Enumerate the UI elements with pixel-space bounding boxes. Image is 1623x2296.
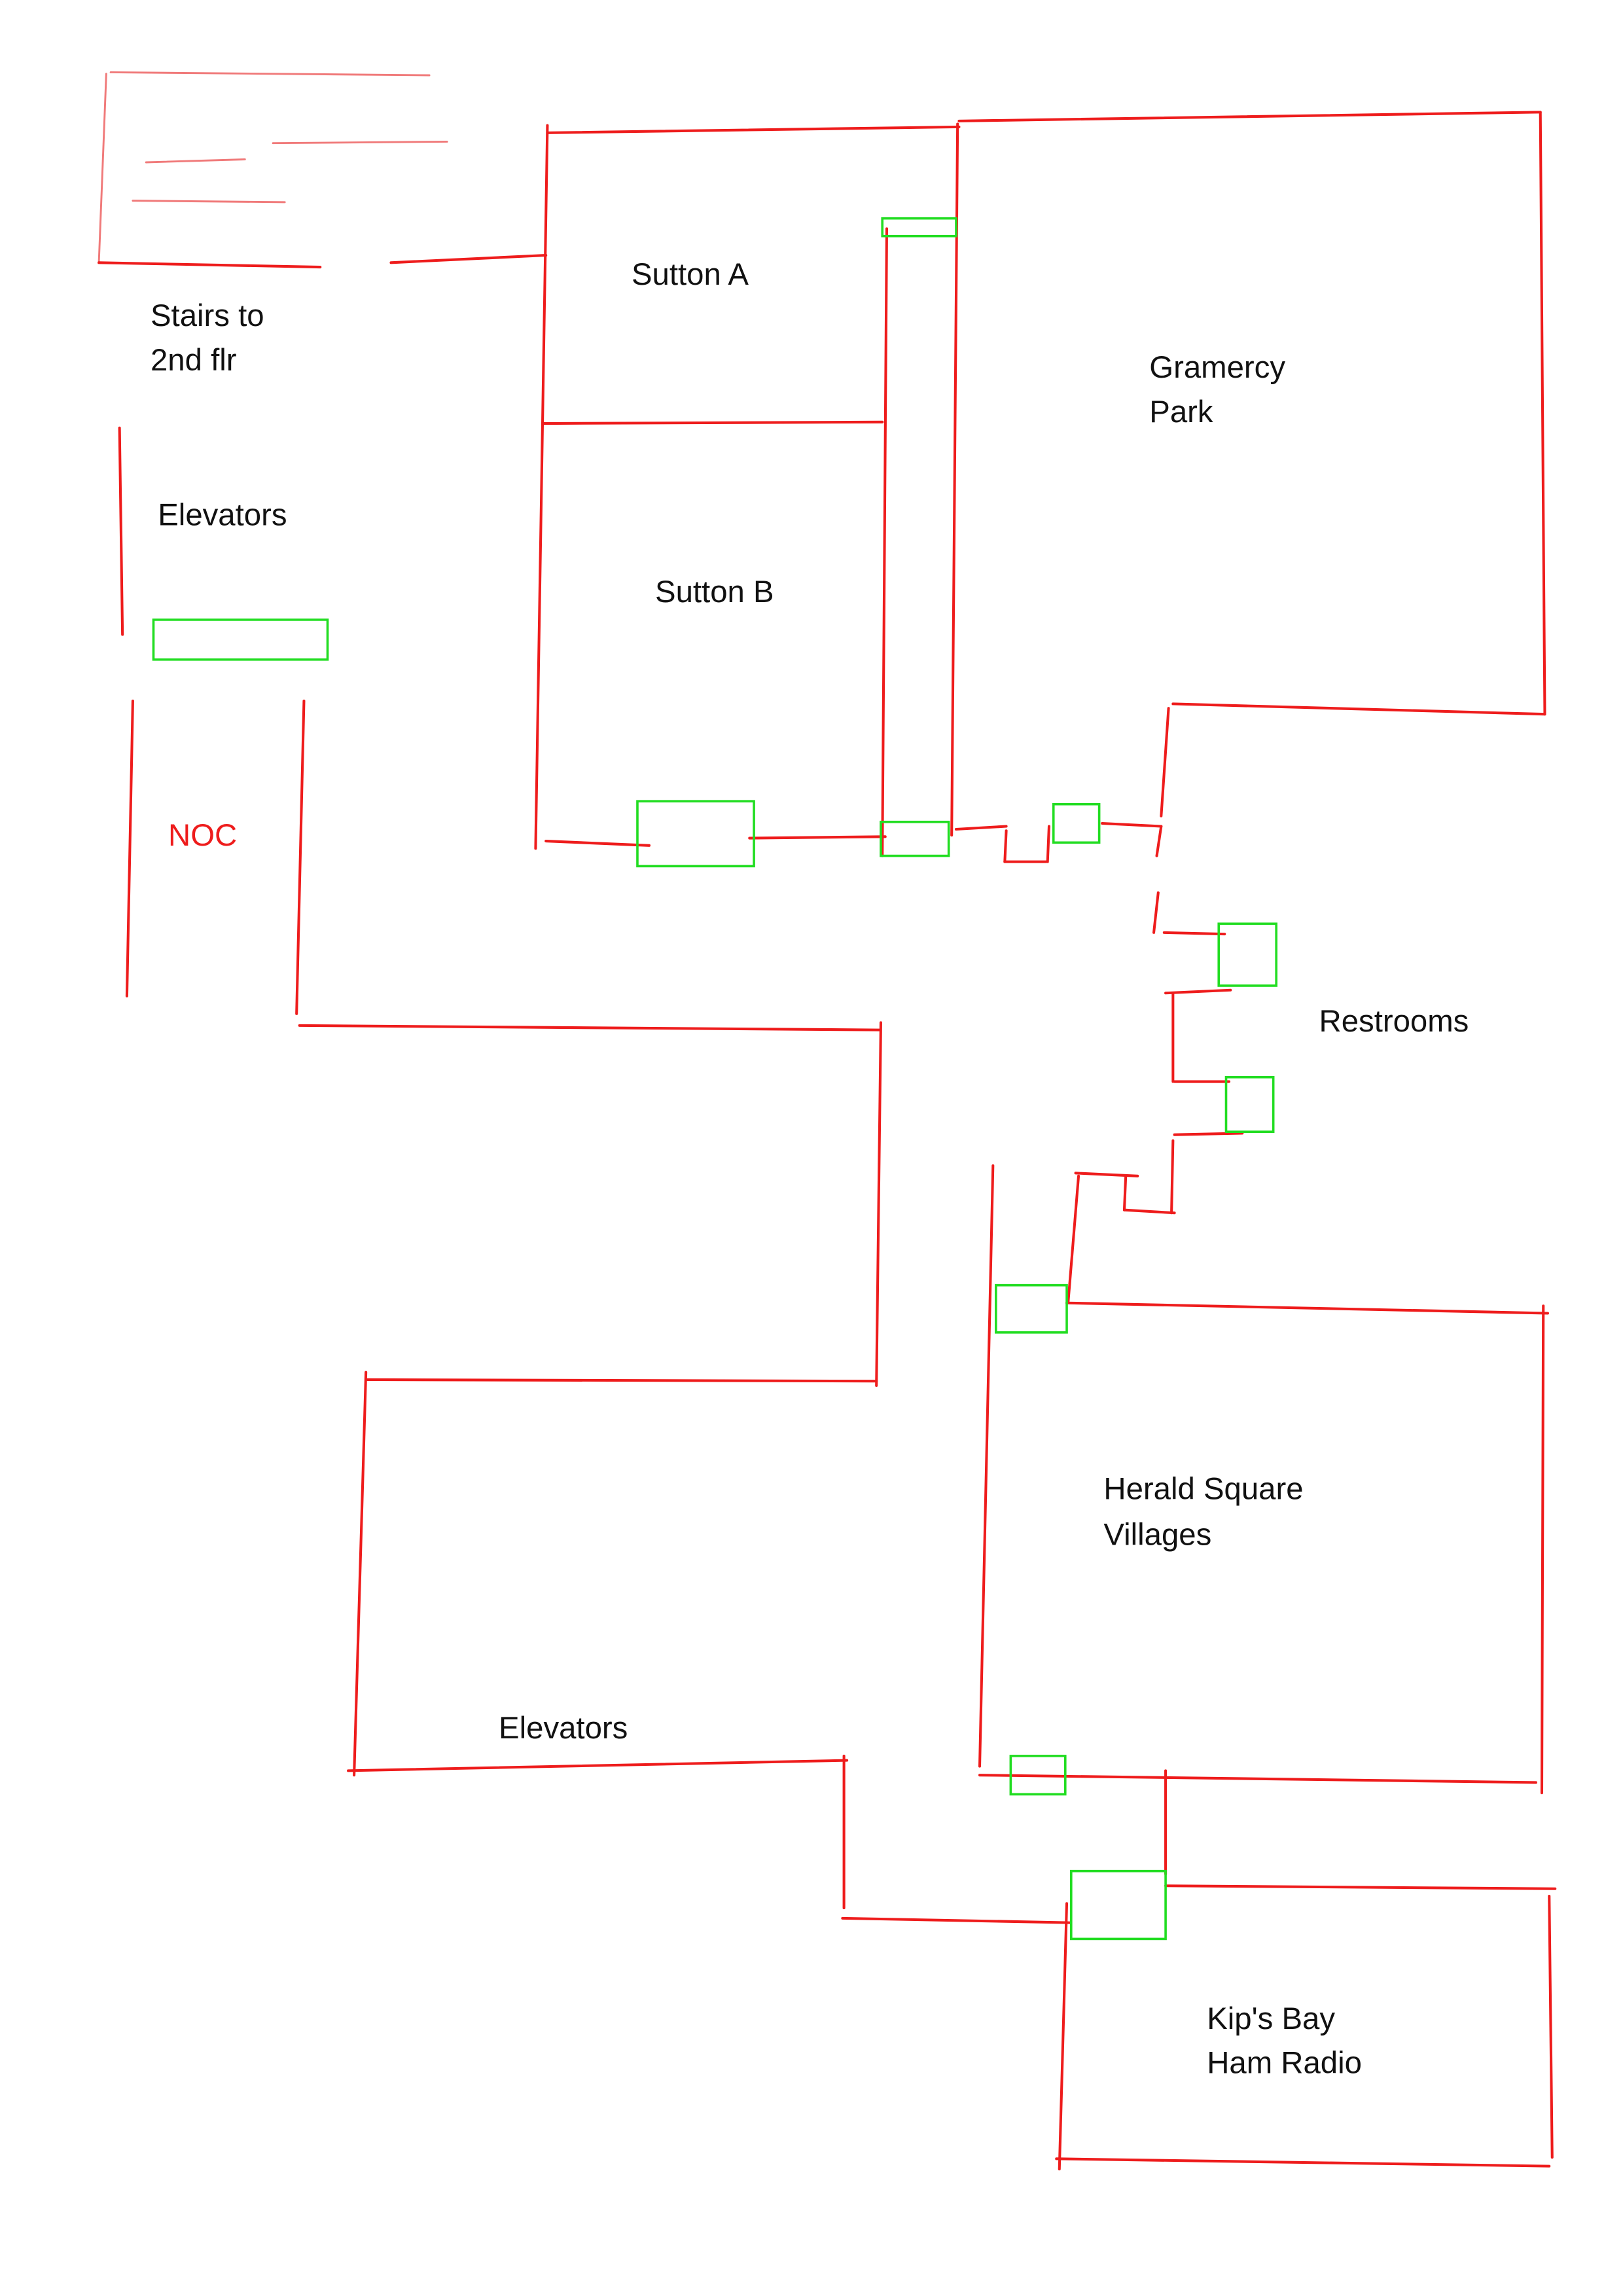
wall: [978, 1774, 1537, 1784]
wall: [347, 1759, 849, 1772]
wall: [954, 825, 1008, 831]
wall: [295, 699, 306, 1015]
wall: [1122, 1208, 1176, 1215]
wall: [1046, 825, 1051, 863]
stairs-drawing: [98, 71, 448, 264]
label-herald-line1: Herald Square: [1103, 1472, 1303, 1507]
wall: [544, 840, 651, 847]
label-stairs-line2: 2nd flr: [151, 343, 237, 378]
wall: [118, 426, 124, 636]
door-marker-sutton-a: [881, 217, 957, 238]
wall: [1173, 1132, 1244, 1136]
door-marker-sutton-b: [636, 800, 755, 868]
wall: [1055, 2157, 1551, 2168]
walls: [98, 111, 1557, 2171]
wall: [1152, 891, 1160, 934]
label-restrooms: Restrooms: [1319, 1004, 1469, 1039]
wall: [534, 124, 549, 850]
wall: [1160, 707, 1170, 817]
wall: [875, 1021, 882, 1388]
label-sutton-b: Sutton B: [655, 575, 774, 609]
label-gramercy-line1: Gramercy: [1149, 350, 1285, 385]
wall: [546, 125, 961, 134]
wall: [841, 1916, 1071, 1924]
wall: [957, 111, 1542, 122]
wall: [978, 1164, 995, 1768]
stairs-line: [145, 158, 246, 164]
wall: [1540, 1304, 1545, 1795]
stairs-line: [109, 71, 431, 77]
wall: [1065, 1301, 1550, 1315]
door-marker-sutton-corridor: [880, 820, 950, 857]
door-markers: [152, 217, 1277, 1941]
wall: [98, 261, 322, 269]
wall: [1548, 1895, 1554, 2159]
wall: [1074, 1172, 1139, 1177]
label-gramercy-line2: Park: [1149, 395, 1213, 429]
wall: [881, 227, 889, 857]
stairs-line: [272, 140, 448, 145]
label-noc: NOC: [168, 818, 237, 853]
wall: [1170, 1139, 1175, 1215]
wall: [1101, 821, 1163, 828]
wall: [1003, 829, 1008, 863]
door-marker-elevators: [152, 619, 329, 661]
label-elevators-top: Elevators: [158, 498, 287, 533]
wall: [353, 1371, 368, 1777]
label-sutton-a: Sutton A: [632, 257, 749, 292]
label-kips-bay-line1: Kip's Bay: [1207, 2001, 1335, 2036]
wall: [1164, 1884, 1557, 1890]
door-marker-herald-bottom: [1009, 1755, 1067, 1796]
stairs-line: [132, 200, 286, 204]
wall: [748, 835, 887, 840]
wall: [1162, 931, 1226, 936]
wall: [1164, 988, 1232, 995]
door-marker-kips-bay: [1069, 1869, 1167, 1941]
wall: [1067, 1174, 1080, 1303]
stairs-line: [98, 73, 107, 264]
door-marker-gramercy: [1052, 802, 1101, 844]
wall: [125, 699, 134, 997]
wall: [1539, 111, 1546, 716]
door-marker-restroom-1: [1217, 922, 1277, 987]
wall: [1155, 825, 1163, 857]
room-labels: Stairs to 2nd flr Elevators NOC Sutton A…: [151, 257, 1469, 2080]
label-kips-bay-line2: Ham Radio: [1207, 2046, 1362, 2081]
wall: [541, 420, 884, 425]
label-elevators-bottom: Elevators: [499, 1711, 628, 1746]
wall: [950, 122, 959, 837]
label-herald-line2: Villages: [1103, 1517, 1211, 1552]
door-marker-herald-top: [995, 1283, 1068, 1334]
wall: [1122, 1174, 1128, 1211]
wall: [389, 253, 548, 264]
door-marker-restroom-2: [1224, 1075, 1275, 1134]
wall: [298, 1024, 881, 1031]
wall: [366, 1378, 878, 1383]
wall: [1171, 702, 1546, 716]
wall: [1058, 1902, 1069, 2171]
label-stairs-line1: Stairs to: [151, 298, 264, 333]
